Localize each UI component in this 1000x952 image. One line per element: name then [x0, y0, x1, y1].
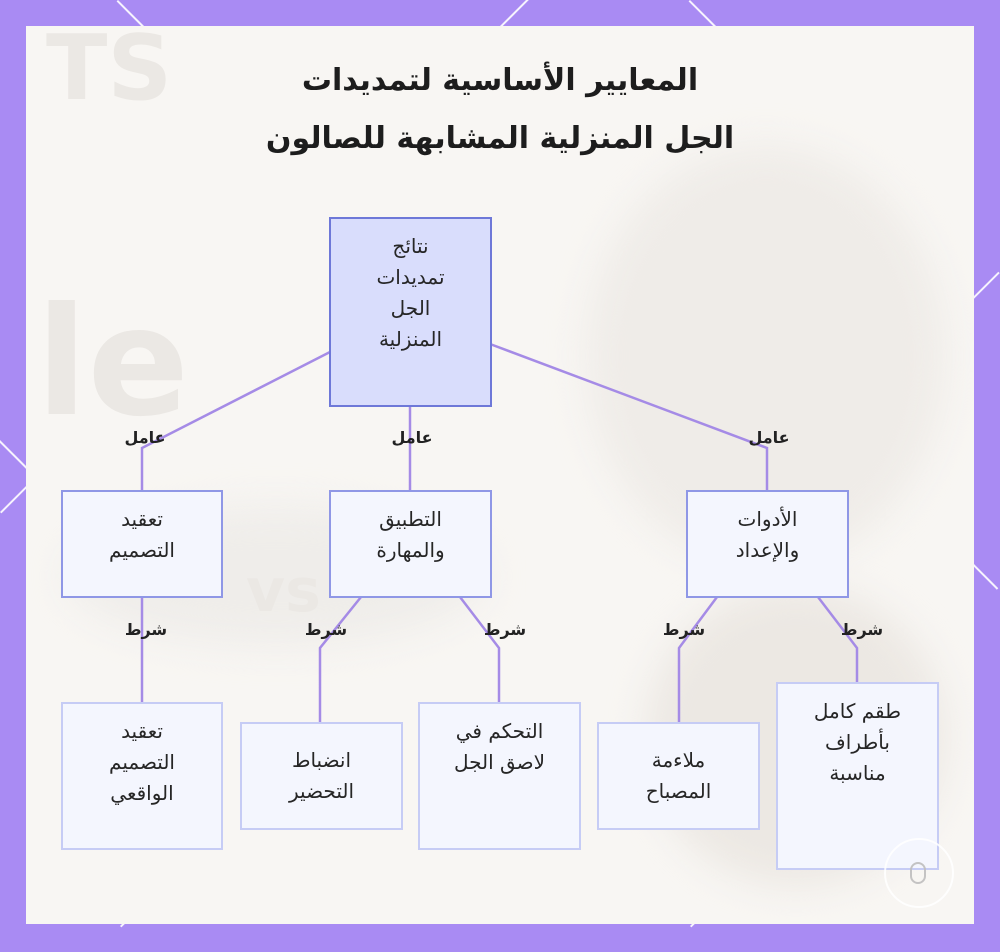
title-line-2: الجل المنزلية المشابهة للصالون	[265, 121, 735, 156]
edge-tools-kit	[817, 596, 859, 682]
root-node-label: نتائج تمديدات الجل المنزلية	[376, 234, 445, 351]
edge-root-design	[140, 350, 331, 490]
node-label: التحكم في لاصق الجل	[453, 719, 546, 774]
node-design-complexity: تعقيد التصميم	[61, 490, 223, 598]
edge-label-factor: عامل	[748, 428, 790, 447]
watermark-icon	[910, 862, 926, 884]
node-application-skill: التطبيق والمهارة	[329, 490, 492, 598]
edge-label-condition: شرط	[662, 620, 706, 639]
node-label: تعقيد التصميم الواقعي	[109, 719, 175, 805]
node-gel-control: التحكم في لاصق الجل	[418, 702, 581, 850]
node-realistic-design: تعقيد التصميم الواقعي	[61, 702, 223, 850]
background-lettering: le	[36, 276, 190, 450]
edge-label-factor: عامل	[124, 428, 166, 447]
edge-label-condition: شرط	[304, 620, 348, 639]
node-tools-setup: الأدوات والإعداد	[686, 490, 849, 598]
title-line-1: المعايير الأساسية لتمديدات	[301, 63, 699, 98]
edge-skill-control	[459, 596, 501, 702]
node-lamp-fit: ملاءمة المصباح	[597, 722, 760, 830]
edge-label-factor: عامل	[391, 428, 433, 447]
node-prep-discipline: انضباط التحضير	[240, 722, 403, 830]
edge-skill-consistency	[318, 596, 362, 722]
background-lettering: vs	[246, 556, 321, 626]
background-lettering: TS	[46, 26, 173, 121]
node-label: التطبيق والمهارة	[376, 507, 445, 562]
edge-tools-lamp	[677, 596, 719, 722]
node-label: طقم كامل بأطراف مناسبة	[813, 699, 902, 785]
node-label: انضباط التحضير	[289, 748, 355, 803]
node-label: الأدوات والإعداد	[735, 507, 800, 562]
diagram-title: المعايير الأساسية لتمديدات الجل المنزلية…	[0, 52, 1000, 168]
node-label: تعقيد التصميم	[109, 507, 175, 562]
watermark-logo	[884, 838, 954, 908]
node-label: ملاءمة المصباح	[645, 748, 712, 803]
edge-label-condition: شرط	[840, 620, 884, 639]
edge-label-condition: شرط	[483, 620, 527, 639]
edge-root-tools	[489, 342, 769, 490]
edge-label-condition: شرط	[124, 620, 168, 639]
root-node: نتائج تمديدات الجل المنزلية	[329, 217, 492, 407]
